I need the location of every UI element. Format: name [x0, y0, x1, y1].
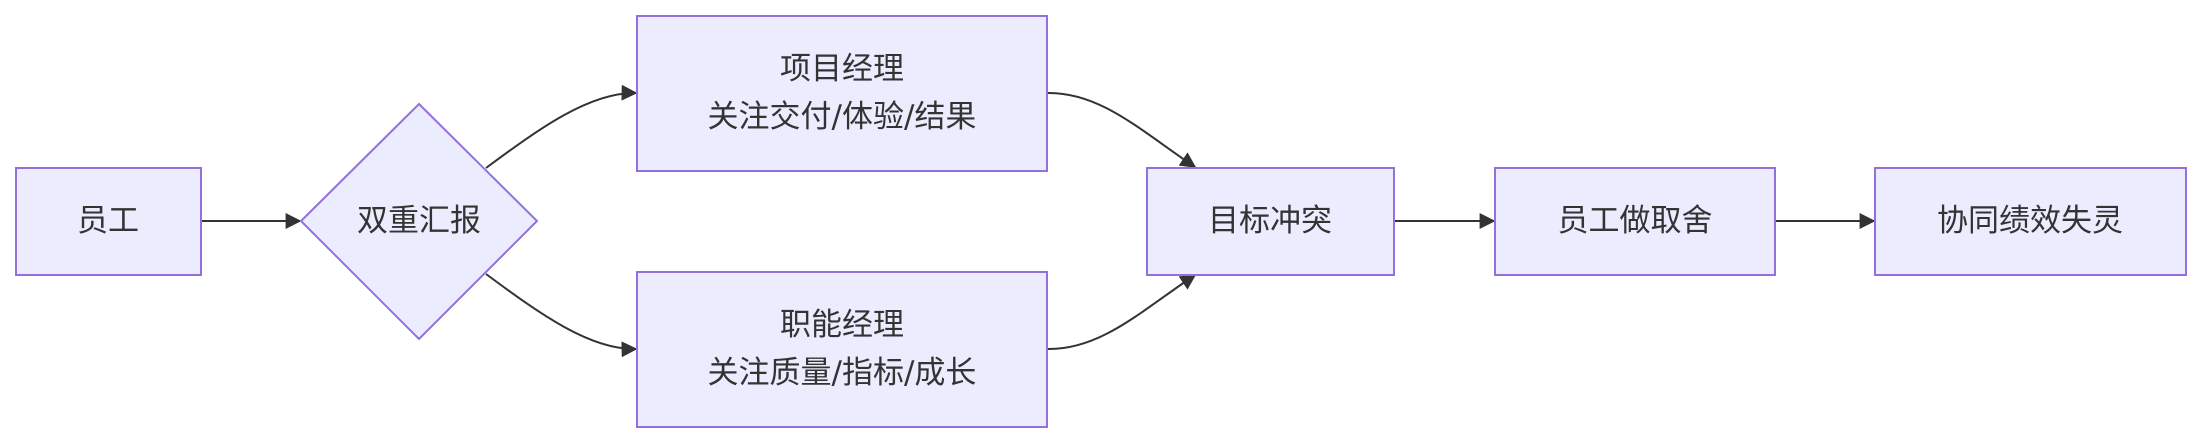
node-employee: 员工 [15, 167, 202, 276]
node-functional-manager: 职能经理 关注质量/指标/成长 [636, 271, 1048, 428]
nodes: 员工 双重汇报 项目经理 关注交付/体验/结果 职能经理 关注质量/指标/成长 … [15, 15, 2187, 428]
node-functional-manager-title: 职能经理 [780, 307, 904, 343]
node-collab-perf-failure: 协同绩效失灵 [1874, 167, 2187, 276]
node-dual-reporting: 双重汇报 [299, 102, 539, 341]
node-employee-tradeoff-label: 员工做取舍 [1558, 203, 1713, 239]
edge-dual-reporting-to-functional-manager [485, 273, 638, 358]
edges [201, 84, 1876, 358]
edge-functional-manager-to-goal-conflict [1046, 274, 1197, 351]
node-collab-perf-failure-label: 协同绩效失灵 [1937, 203, 2123, 239]
node-project-manager-subtitle: 关注交付/体验/结果 [708, 99, 977, 135]
node-dual-reporting-label: 双重汇报 [357, 203, 481, 239]
node-project-manager-title: 项目经理 [780, 51, 904, 87]
node-goal-conflict: 目标冲突 [1146, 167, 1395, 276]
node-employee-label: 员工 [77, 203, 139, 239]
edge-dual-reporting-to-project-manager [485, 84, 638, 169]
node-employee-tradeoff: 员工做取舍 [1494, 167, 1776, 276]
edge-project-manager-to-goal-conflict [1046, 91, 1197, 168]
node-functional-manager-subtitle: 关注质量/指标/成长 [708, 355, 977, 391]
node-goal-conflict-label: 目标冲突 [1208, 203, 1332, 239]
node-project-manager: 项目经理 关注交付/体验/结果 [636, 15, 1048, 172]
